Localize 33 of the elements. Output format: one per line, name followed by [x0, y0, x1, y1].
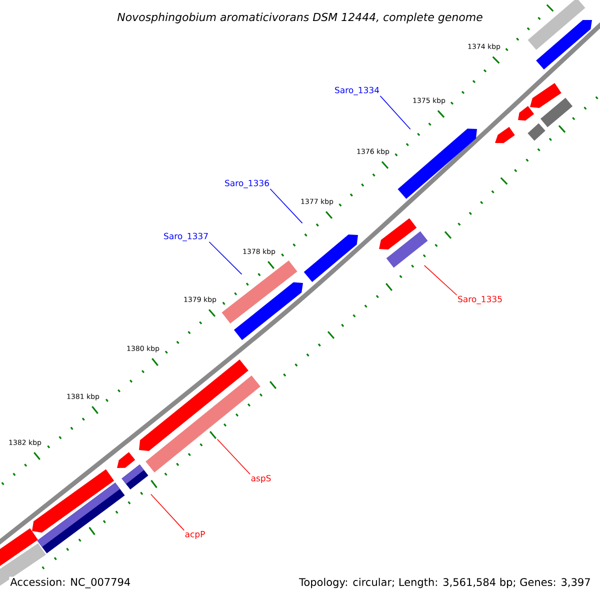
accession-text: Accession: NC_007794 [9, 576, 132, 590]
gene-label: Saro_1337 [164, 232, 208, 242]
gene-label: Saro_1335 [458, 296, 502, 304]
gene-bar [146, 376, 260, 472]
leader-line [208, 241, 242, 275]
gene-feature [518, 106, 534, 121]
leader-line [270, 188, 303, 224]
title: Novosphingobium aromaticivorans DSM 12444, complete genome [117, 12, 482, 24]
gene-feature [536, 20, 592, 70]
gene-bar [122, 464, 148, 490]
gene-feature [117, 452, 136, 468]
gene-feature [530, 83, 562, 108]
gene-feature [234, 282, 303, 340]
gene-feature [398, 128, 477, 199]
gene-label: Saro_1334 [335, 86, 380, 96]
gene-bar [222, 260, 298, 324]
gene-feature [495, 126, 515, 144]
gene-bar [37, 482, 125, 554]
leader-line [216, 438, 250, 475]
gene-label: Saro_1336 [225, 180, 269, 188]
gene-feature [379, 218, 417, 250]
genome-info-text: Topology: circular; Length: 3,561,584 bp; Genes: 3,397 [299, 578, 590, 588]
gene-bar [386, 231, 428, 268]
gene-label: aspS [251, 474, 271, 484]
gene-label: acpP [185, 531, 205, 539]
gene-bar [528, 123, 546, 141]
leader-line [150, 494, 184, 531]
gene-bar [528, 0, 586, 50]
gene-feature [139, 360, 248, 452]
gene-bar [0, 528, 38, 569]
gene-feature [304, 234, 358, 282]
gene-bar [540, 98, 573, 128]
gene-feature [32, 469, 114, 533]
